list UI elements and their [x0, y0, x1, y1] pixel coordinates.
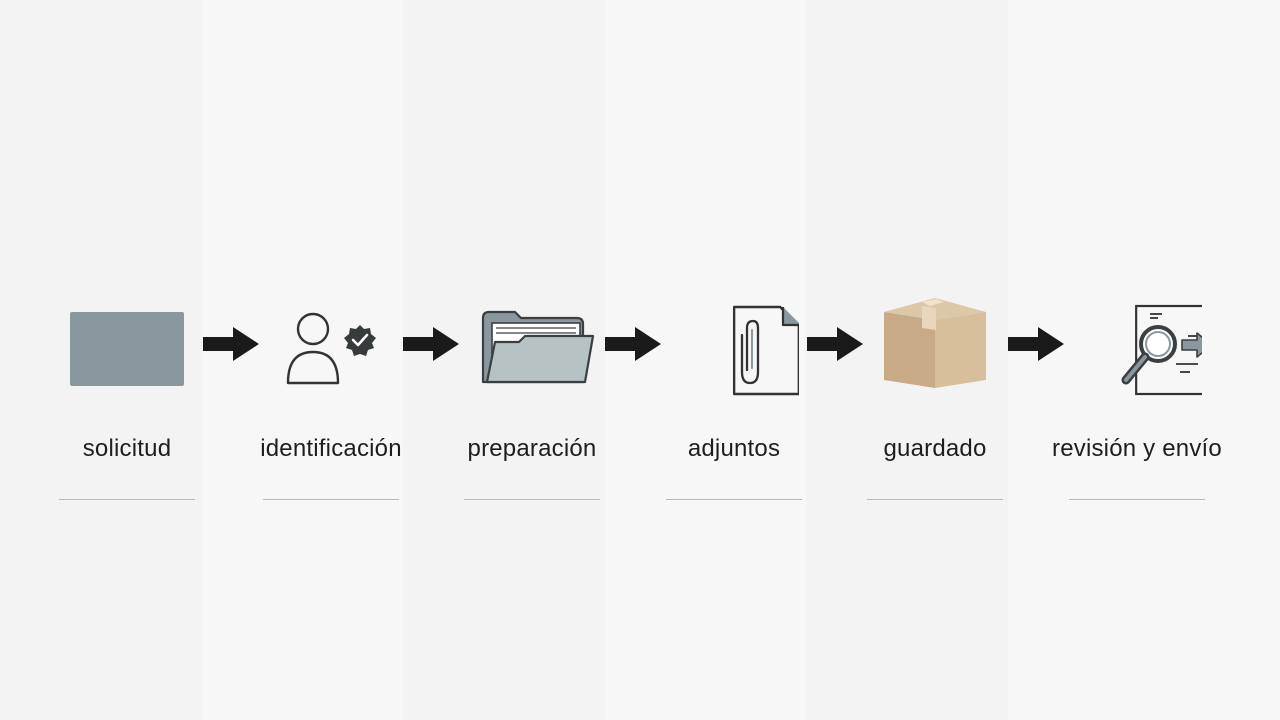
step-underline — [1069, 499, 1205, 500]
step-guardado: guardado — [835, 280, 1035, 520]
paperclip-document-icon — [669, 290, 799, 400]
column-2 — [201, 0, 403, 720]
step-underline — [464, 499, 600, 500]
user-verified-icon — [266, 290, 396, 400]
step-adjuntos: adjuntos — [634, 280, 834, 520]
step-label: adjuntos — [687, 435, 781, 462]
cardboard-box-icon — [870, 290, 1000, 400]
gray-rectangle-icon — [62, 290, 192, 400]
arrow-right-icon — [403, 327, 459, 361]
step-label: revisión y envío — [1052, 435, 1222, 462]
step-underline — [263, 499, 399, 500]
arrow-right-icon — [807, 327, 863, 361]
step-underline — [59, 499, 195, 500]
step-label: preparación — [467, 435, 597, 462]
step-label: solicitud — [82, 435, 172, 462]
step-solicitud: solicitud — [27, 280, 227, 520]
step-preparacion: preparación — [432, 280, 632, 520]
open-folder-icon — [467, 290, 597, 400]
document-magnifier-send-icon — [1072, 290, 1202, 400]
step-underline — [867, 499, 1003, 500]
step-underline — [666, 499, 802, 500]
step-label: guardado — [883, 435, 987, 462]
step-identificacion: identificación — [231, 280, 431, 520]
arrow-right-icon — [1008, 327, 1064, 361]
column-4 — [604, 0, 806, 720]
arrow-right-icon — [203, 327, 259, 361]
step-label: identificación — [260, 435, 402, 462]
step-revision-y-envio: revisión y envío — [1037, 280, 1237, 520]
arrow-right-icon — [605, 327, 661, 361]
